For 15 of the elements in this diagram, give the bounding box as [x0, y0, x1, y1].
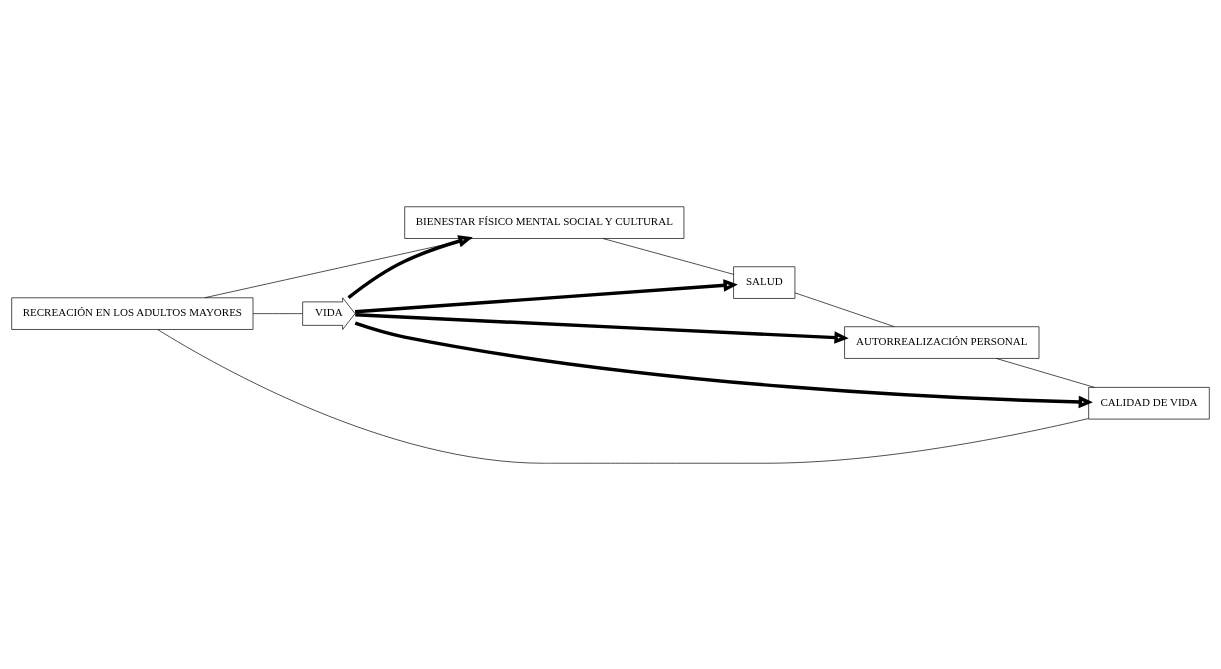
connector	[157, 328, 1089, 464]
connector	[794, 292, 895, 327]
node-box: BIENESTAR FÍSICO MENTAL SOCIAL Y CULTURAL	[404, 205, 685, 239]
connector	[204, 237, 473, 298]
node-box: SALUD	[733, 265, 796, 299]
arrow	[354, 321, 1093, 408]
connector	[602, 237, 734, 275]
arrow	[347, 234, 473, 299]
connector	[252, 312, 303, 314]
connector	[995, 357, 1095, 388]
node-box: AUTORREALIZACIÓN PERSONAL	[844, 325, 1040, 359]
node-box: CALIDAD DE VIDA	[1088, 386, 1210, 419]
node-box: RECREACIÓN EN LOS ADULTOS MAYORES	[11, 296, 254, 330]
arrow	[354, 278, 738, 314]
arrow	[355, 312, 849, 344]
